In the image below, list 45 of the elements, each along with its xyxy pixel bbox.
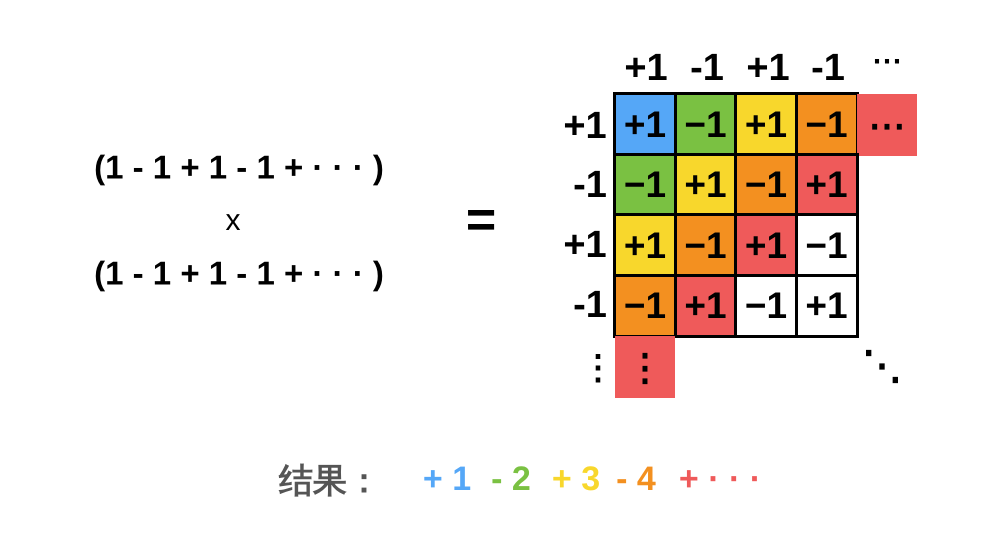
cell-value: −1 — [805, 106, 848, 142]
cell-value: −1 — [624, 166, 666, 203]
matrix-cell — [857, 94, 917, 156]
result-term: + · · · — [678, 462, 762, 496]
result-term: + 3 — [552, 462, 600, 496]
matrix-cell — [734, 213, 798, 277]
cell-value: ⋮ — [626, 348, 664, 386]
matrix-cell — [615, 336, 675, 398]
equals-sign: = — [466, 194, 496, 246]
cell-value: +1 — [805, 166, 848, 203]
cell-value: −1 — [744, 287, 788, 324]
series-expression: (1 - 1 + 1 - 1 + · · · ) — [94, 256, 384, 290]
row-header: -1 — [573, 166, 607, 204]
cell-value: +1 — [805, 287, 848, 324]
multiplication-sign: x — [226, 206, 240, 236]
cell-value: +1 — [624, 106, 666, 142]
matrix-cell — [613, 213, 677, 277]
row-header: +1 — [563, 107, 607, 145]
row-header: -1 — [573, 286, 607, 324]
cell-value: +1 — [684, 166, 727, 203]
result-term: - 4 — [616, 462, 656, 496]
diagonal-ellipsis: ⋱ — [862, 346, 902, 386]
column-header: +1 — [624, 49, 668, 87]
cell-value: +1 — [684, 287, 727, 324]
matrix-cell — [734, 92, 798, 156]
matrix-cell — [613, 92, 677, 156]
cell-value: −1 — [744, 166, 788, 203]
column-header: +1 — [746, 49, 790, 87]
column-header: -1 — [811, 49, 845, 87]
cell-value: −1 — [624, 287, 666, 324]
column-header: -1 — [690, 49, 724, 87]
cell-value: −1 — [805, 226, 848, 264]
cell-value: +1 — [624, 226, 666, 264]
result-term: + 1 — [422, 462, 472, 496]
cell-value: +1 — [744, 106, 788, 142]
series-expression: (1 - 1 + 1 - 1 + · · · ) — [94, 150, 384, 184]
cell-value: ⋯ — [868, 106, 906, 144]
result-label: 结果： — [279, 464, 381, 498]
column-ellipsis: ⋯ — [872, 47, 902, 77]
cell-value: +1 — [744, 226, 788, 264]
row-ellipsis: ⋮ — [581, 351, 615, 385]
cell-value: −1 — [684, 106, 727, 142]
result-term: - 2 — [491, 462, 531, 496]
row-header: +1 — [563, 226, 607, 264]
cell-value: −1 — [684, 226, 727, 264]
